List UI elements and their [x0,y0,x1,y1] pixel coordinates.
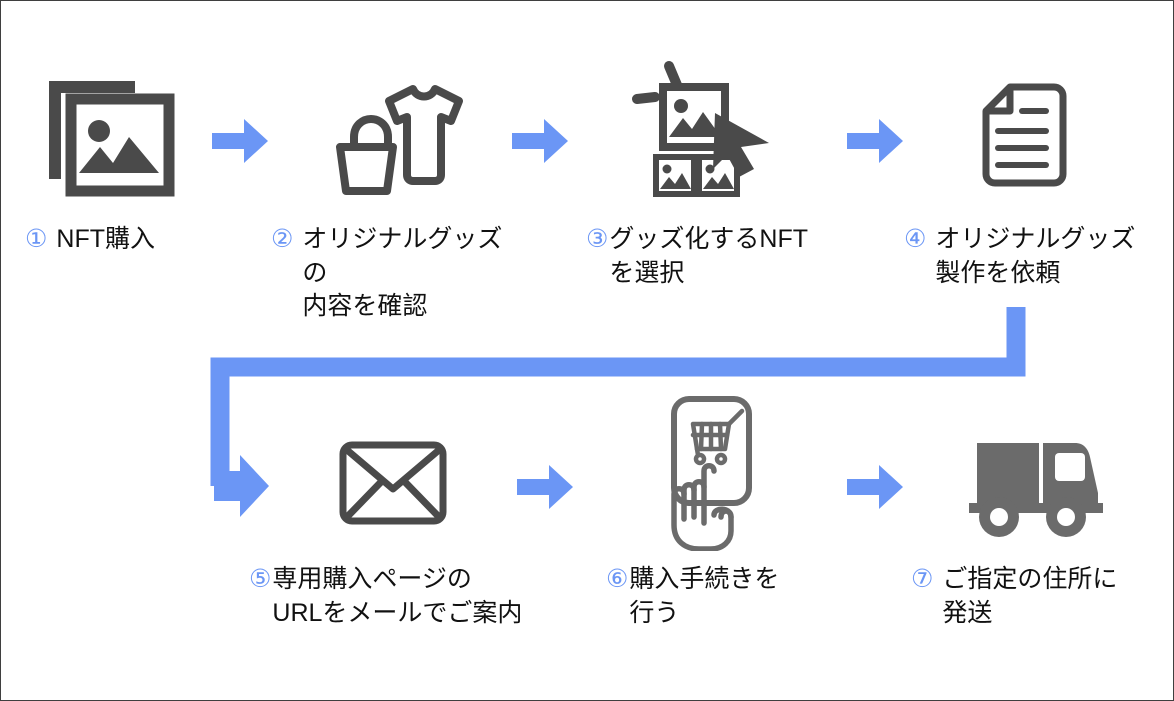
step-4-label: オリジナルグッズ 製作を依頼 [935,225,1136,287]
select-nft-cursor-icon [621,59,793,199]
step-3-label: グッズ化するNFT を選択 [609,225,809,287]
document-icon [976,79,1076,191]
step-3-number: ③ [586,225,609,253]
step-7-number: ⑦ [911,565,934,593]
step-7-label: ご指定の住所に 発送 [942,565,1118,627]
step-5-number: ⑤ [249,565,272,593]
delivery-truck-icon [951,431,1121,541]
step-4-number: ④ [904,225,927,253]
arrow-step6-to-step7 [847,463,905,516]
tshirt-and-bag-icon [317,75,467,197]
arrow-step5-to-step6 [517,463,575,516]
step-6-label-group: ⑥ 購入手続きを 行う [606,563,856,630]
step-7-label-group: ⑦ ご指定の住所に 発送 [911,563,1161,630]
step-5-label-group: ⑤ 専用購入ページの URLをメールでご案内 [249,563,579,630]
envelope-icon [337,437,451,529]
step-1-label: NFT購入 [56,225,156,253]
step-1-label-group: ① NFT購入 [25,223,255,257]
step-6-label: 購入手続きを 行う [629,565,780,627]
arrow-step3-to-step4 [847,117,905,170]
arrow-step2-to-step3 [512,117,570,170]
smartphone-tap-cart-icon [641,391,781,551]
step-5-label: 専用購入ページの URLをメールでご案内 [272,565,523,627]
step-3-label-group: ③ グッズ化するNFT を選択 [586,223,846,290]
step-2-label: オリジナルグッズの 内容を確認 [302,225,503,320]
step-2-number: ② [271,225,294,253]
image-stack-icon [43,75,175,197]
step-2-label-group: ② オリジナルグッズの 内容を確認 [271,223,521,324]
arrow-step1-to-step2 [212,117,270,170]
step-4-label-group: ④ オリジナルグッズ 製作を依頼 [904,223,1154,290]
step-1-number: ① [25,225,48,253]
step-6-number: ⑥ [606,565,629,593]
